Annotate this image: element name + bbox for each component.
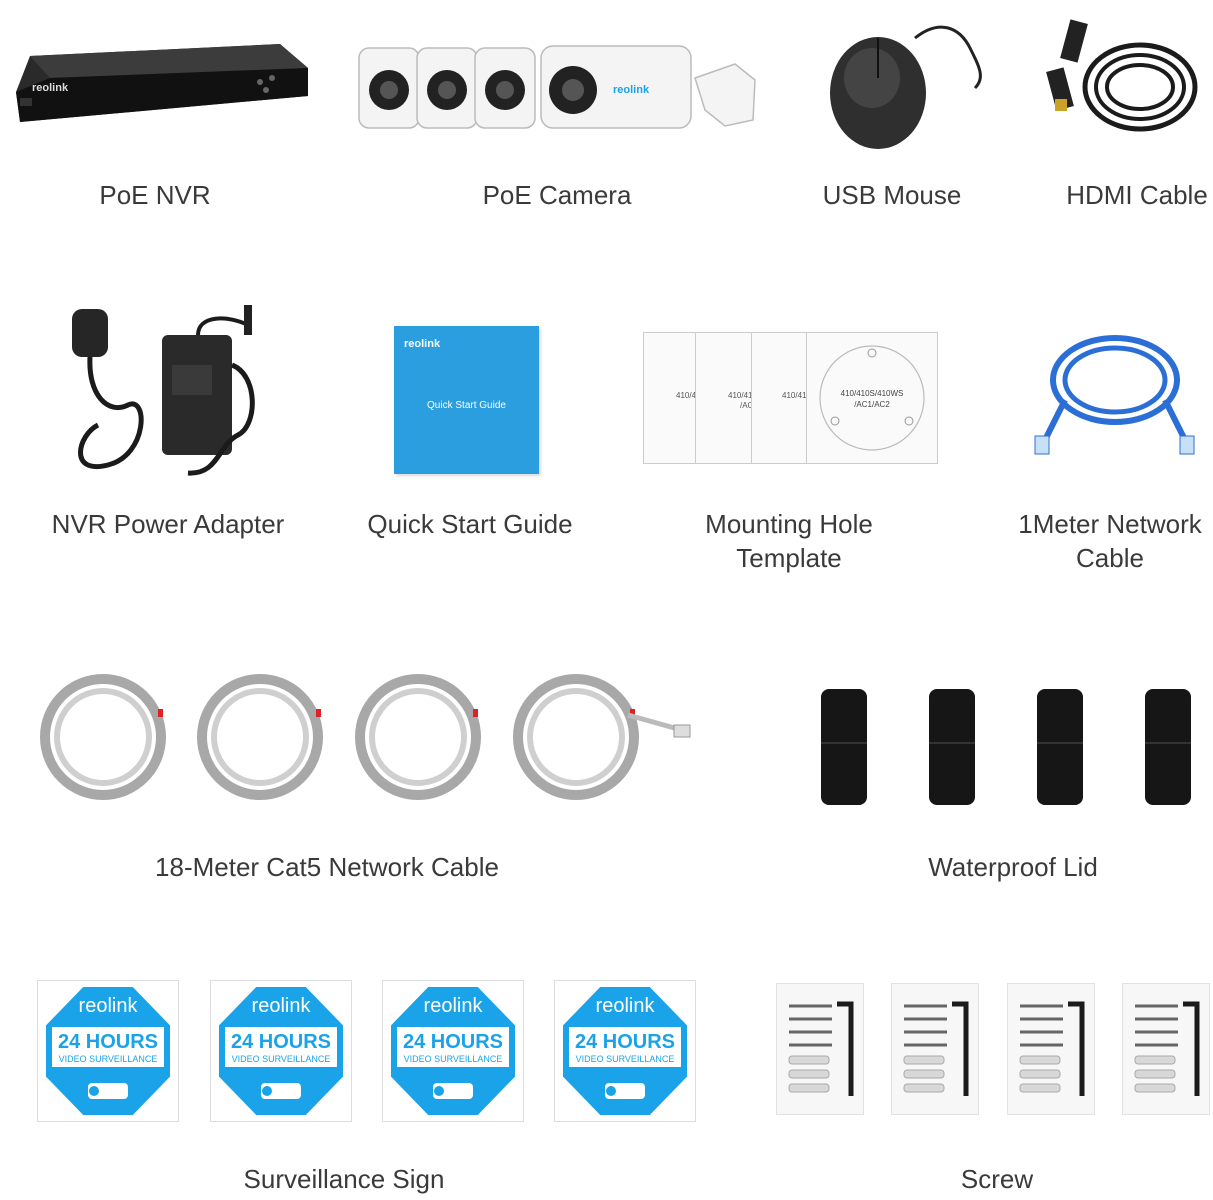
guide-cover-title: Quick Start Guide <box>427 400 506 411</box>
quick-start-guide-booklet: reolink Quick Start Guide <box>394 326 539 474</box>
surveillance-sign: reolink 24 HOURS VIDEO SURVEILLANCE <box>37 980 179 1122</box>
label-mounting-hole-template: Mounting Hole Template <box>705 509 873 573</box>
label-nvr-power-adapter: NVR Power Adapter <box>51 509 285 539</box>
screw-pack <box>1007 983 1095 1115</box>
nvr-icon <box>16 44 308 122</box>
camera-brand-logo: reolink <box>613 84 650 96</box>
template-sheet: 410/410S/410WS /AC1/AC2 <box>806 332 938 464</box>
label-hdmi-cable: HDMI Cable <box>1066 180 1208 210</box>
label-screw: Screw <box>960 1164 1034 1194</box>
camera-image: reolink <box>355 40 765 135</box>
nvr-image: reolink <box>10 38 310 128</box>
screw-pack <box>1122 983 1210 1115</box>
guide-brand-logo: reolink <box>404 338 441 350</box>
surveillance-sign: reolink 24 HOURS VIDEO SURVEILLANCE <box>382 980 524 1122</box>
label-surveillance-sign: Surveillance Sign <box>243 1164 445 1194</box>
label-cat5-network-cable: 18-Meter Cat5 Network Cable <box>155 852 499 882</box>
cat5-cable-coils-icon <box>40 674 691 800</box>
mounting-template-sheets: 410/41 410/41 /AC 410/41 410/410S/410WS … <box>643 330 938 465</box>
waterproof-lids-icon <box>821 689 1191 805</box>
nvr-brand-logo: reolink <box>32 82 69 94</box>
screw-pack <box>891 983 979 1115</box>
cameras-icon <box>358 45 756 129</box>
label-quick-start-guide: Quick Start Guide <box>367 509 573 539</box>
screw-pack-icon <box>788 1001 854 1096</box>
label-waterproof-lid: Waterproof Lid <box>928 852 1098 882</box>
power-adapter-icon <box>72 305 255 476</box>
screw-pack-icon <box>1134 1001 1200 1096</box>
screw-pack <box>776 983 864 1115</box>
label-1meter-network-cable: 1Meter Network Cable <box>1018 509 1202 573</box>
surveillance-sign: reolink 24 HOURS VIDEO SURVEILLANCE <box>210 980 352 1122</box>
mouse-icon <box>830 25 982 149</box>
surveillance-sign: reolink 24 HOURS VIDEO SURVEILLANCE <box>554 980 696 1122</box>
screw-pack-icon <box>1019 1001 1085 1096</box>
hdmi-cable-icon <box>1046 19 1198 132</box>
camera-sign-icon <box>261 1083 301 1099</box>
template-circle-icon <box>819 345 925 451</box>
label-poe-camera: PoE Camera <box>482 180 632 210</box>
camera-sign-icon <box>433 1083 473 1099</box>
screw-pack-icon <box>903 1001 969 1096</box>
blue-network-cable-icon <box>1034 335 1195 455</box>
camera-sign-icon <box>605 1083 645 1099</box>
label-usb-mouse: USB Mouse <box>822 180 962 210</box>
camera-sign-icon <box>88 1083 128 1099</box>
label-poe-nvr: PoE NVR <box>99 180 211 210</box>
